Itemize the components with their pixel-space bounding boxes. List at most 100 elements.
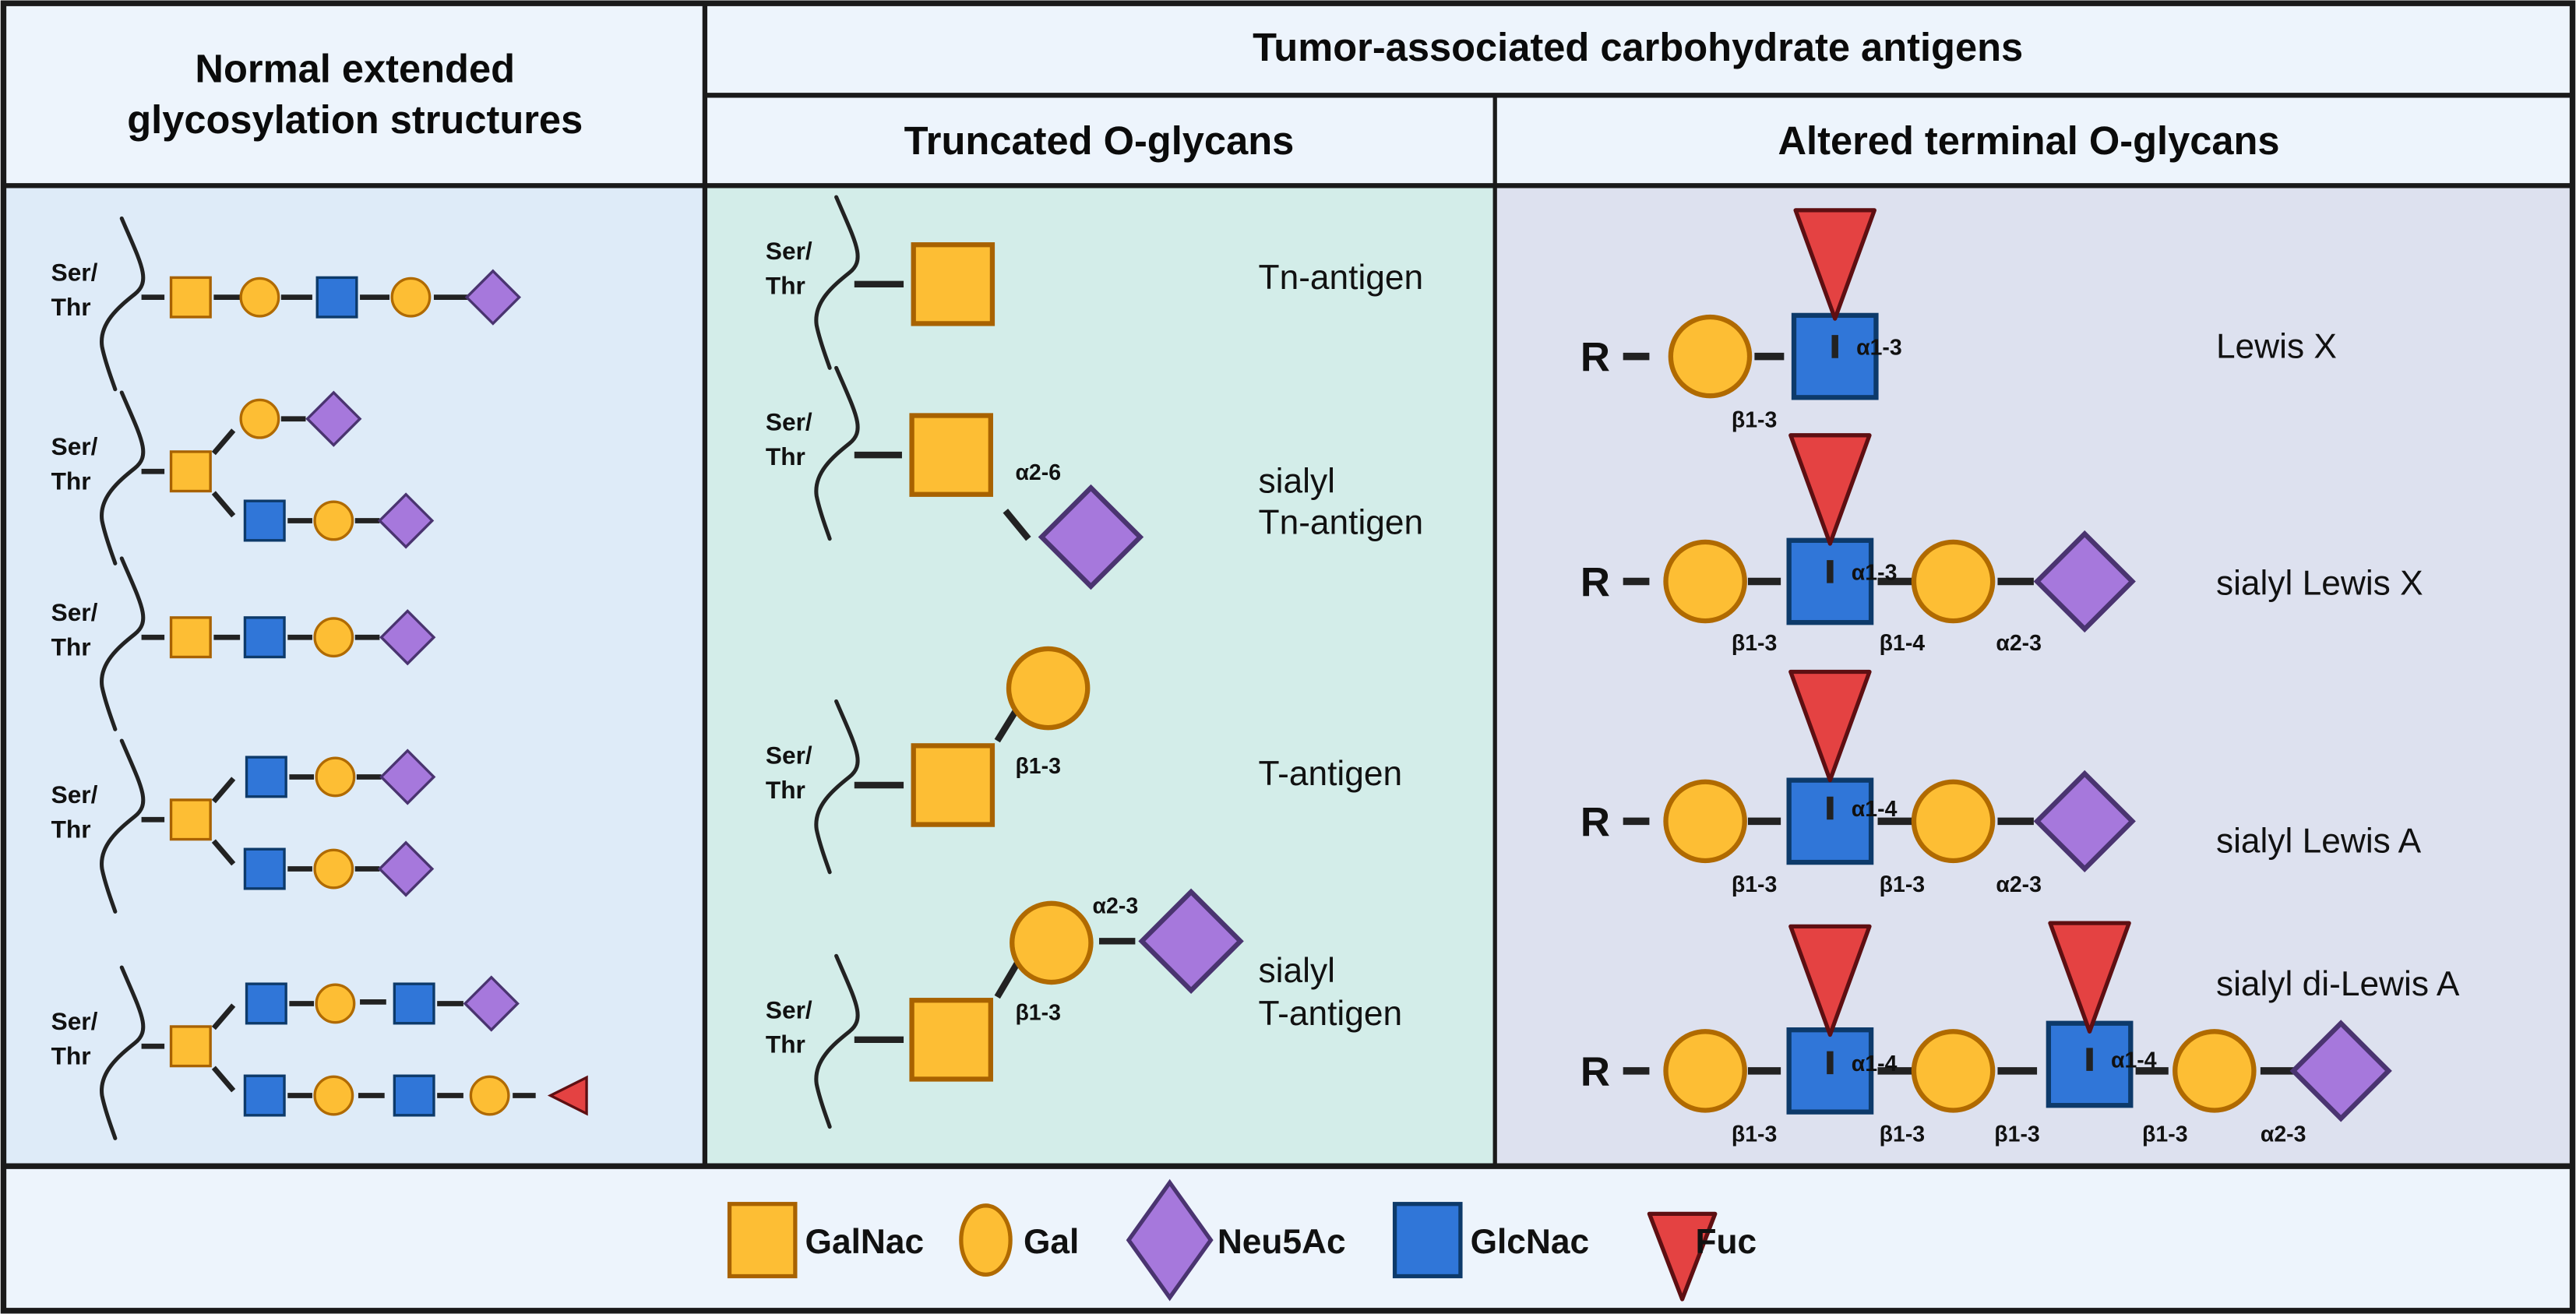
amino-acid-label: Thr <box>51 1041 91 1069</box>
glycosidic-bond <box>994 959 1022 999</box>
antigen-name: T-antigen <box>1259 755 1403 793</box>
peptide-backbone-icon <box>100 556 146 731</box>
fuc-triangle-icon <box>1788 669 1872 783</box>
peptide-backbone-icon <box>100 216 146 392</box>
normal-header-title-line2: glycosylation structures <box>127 97 583 142</box>
glycosidic-bond <box>211 1066 236 1093</box>
amino-acid-label: Ser/ <box>51 259 98 287</box>
glycosidic-bond <box>1003 509 1031 541</box>
antigen-name: Tn-antigen <box>1259 503 1424 541</box>
linkage-label: β1-3 <box>1994 1122 2040 1147</box>
truncated-panel <box>704 185 1496 1167</box>
linkage-label: β1-3 <box>1015 754 1061 779</box>
gal-circle-icon <box>1668 314 1753 399</box>
linkage-label: α1-3 <box>1856 335 1902 360</box>
normal-structure: Ser/Thr <box>51 965 588 1140</box>
glcnac-square-icon <box>315 276 358 319</box>
antigen-name: sialyl Lewis X <box>2216 564 2423 602</box>
linkage-label: α2-6 <box>1015 460 1061 485</box>
linkage-label: α1-4 <box>2111 1048 2157 1073</box>
truncated-header-title: Truncated O-glycans <box>904 118 1295 163</box>
linkage-label: α2-3 <box>2261 1122 2306 1147</box>
linkage-label: β1-3 <box>1880 1122 1926 1147</box>
linkage-label: α1-4 <box>1852 1052 1898 1076</box>
amino-acid-label: Thr <box>51 815 91 843</box>
glcnac-square-icon <box>245 982 287 1025</box>
antigen-name: T-antigen <box>1259 995 1403 1033</box>
legend-item-galnac-square: GalNac <box>727 1202 925 1279</box>
gal-circle-icon <box>315 756 356 798</box>
legend-label: Neu5Ac <box>1218 1223 1346 1261</box>
neu5ac-diamond-icon <box>377 492 435 549</box>
amino-acid-label: Thr <box>766 776 805 804</box>
antigen-name: sialyl <box>1259 952 1335 990</box>
linkage-label: β1-4 <box>1880 631 1926 656</box>
tumor-header-cell <box>704 3 2573 96</box>
gal-circle-icon <box>1006 646 1091 731</box>
legend-item-gal-circle: Gal <box>959 1203 1079 1277</box>
amino-acid-label: Thr <box>51 632 91 661</box>
legend-label: GalNac <box>805 1223 925 1261</box>
gal-circle-icon <box>2173 1029 2257 1113</box>
antigen-name: Lewis X <box>2216 328 2337 366</box>
legend-label: GlcNac <box>1471 1223 1590 1261</box>
peptide-backbone-icon <box>100 738 146 914</box>
neu5ac-diamond-icon <box>1038 484 1144 590</box>
legend-item-glcnac-square: GlcNac <box>1392 1202 1590 1279</box>
linkage-label: β1-3 <box>1732 872 1778 897</box>
glcnac-square-icon <box>243 499 286 542</box>
altered-panel <box>1495 185 2573 1167</box>
gal-circle-icon <box>1663 539 1747 624</box>
linkage-label: α2-3 <box>1996 872 2042 897</box>
galnac-square-icon <box>169 276 212 319</box>
normal-header-cell <box>3 3 705 186</box>
gal-circle-icon <box>313 617 354 658</box>
fuc-triangle-icon <box>1788 924 1872 1037</box>
amino-acid-label: Thr <box>51 293 91 321</box>
tumor-header-title: Tumor-associated carbohydrate antigens <box>1253 25 2023 69</box>
glcnac-square-icon <box>243 616 286 659</box>
glycosidic-bond <box>211 1003 236 1030</box>
normal-structure: Ser/Thr <box>51 738 436 914</box>
fuc-triangle-icon <box>2048 921 2131 1034</box>
altered-header-cell <box>1495 95 2573 186</box>
neu5ac-diamond-icon <box>463 975 520 1032</box>
normal-structure: Ser/Thr <box>51 390 435 565</box>
galnac-square-icon <box>911 743 996 827</box>
glycosidic-bond <box>211 839 236 866</box>
linkage-label: α2-3 <box>1996 631 2042 656</box>
peptide-backbone-icon <box>814 195 860 370</box>
legend-label: Gal <box>1024 1223 1079 1261</box>
gal-circle-icon <box>315 983 356 1024</box>
amino-acid-label: Ser/ <box>766 995 812 1023</box>
peptide-backbone-icon <box>100 965 146 1140</box>
neu5ac-diamond-icon <box>1126 1178 1214 1302</box>
fuc-triangle-icon <box>1647 1211 1718 1302</box>
peptide-backbone-icon <box>814 699 860 875</box>
galnac-square-icon <box>169 616 212 659</box>
glcnac-square-icon <box>393 1074 435 1117</box>
linkage-label: β1-3 <box>2142 1122 2188 1147</box>
amino-acid-label: Ser/ <box>51 598 98 626</box>
gal-circle-icon <box>239 277 280 318</box>
amino-acid-label: Ser/ <box>51 1007 98 1035</box>
amino-acid-label: Thr <box>766 442 805 470</box>
linkage-label: β1-3 <box>1732 407 1778 432</box>
legend-item-neu5ac-diamond: Neu5Ac <box>1126 1178 1346 1302</box>
gal-circle-icon <box>1663 779 1747 864</box>
linkage-label: α2-3 <box>1093 893 1139 918</box>
fuc-triangle-icon <box>1788 433 1872 546</box>
neu5ac-diamond-icon <box>2033 530 2136 633</box>
galnac-square-icon <box>911 242 996 326</box>
galnac-square-icon <box>727 1202 798 1279</box>
gal-circle-icon <box>1911 1029 1996 1113</box>
amino-acid-label: Ser/ <box>51 780 98 808</box>
altered-header-title: Altered terminal O-glycans <box>1778 118 2280 163</box>
